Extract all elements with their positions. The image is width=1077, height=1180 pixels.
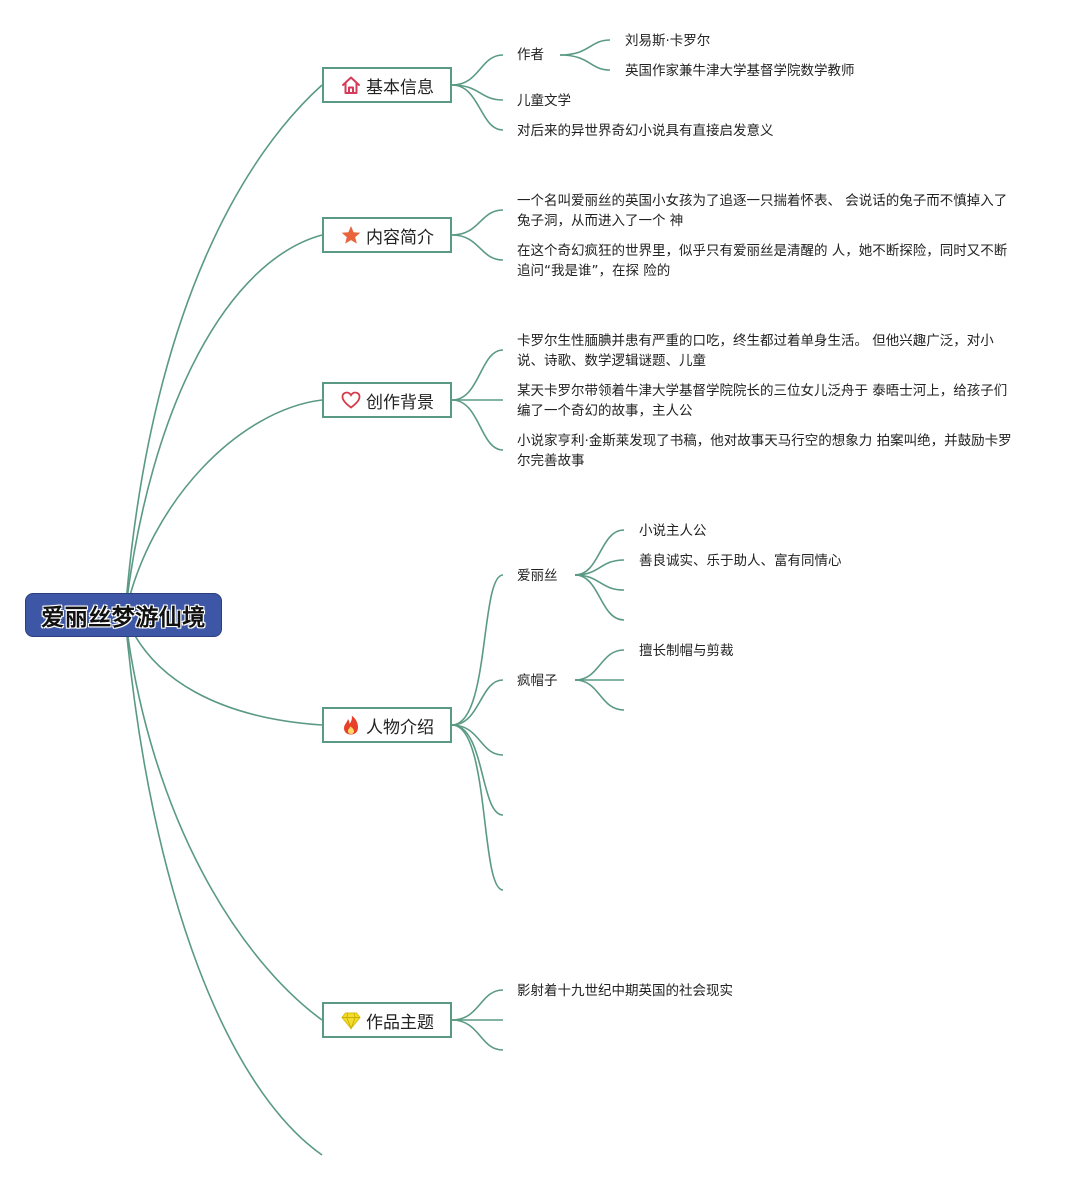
- link-root-background: [124, 399, 323, 616]
- link-root-summary: [124, 234, 323, 616]
- branch-characters[interactable]: 人物介绍: [322, 707, 452, 743]
- root-node[interactable]: 爱丽丝梦游仙境: [25, 593, 222, 637]
- flame-icon: [340, 714, 362, 736]
- author-name[interactable]: 刘易斯·卡罗尔: [625, 33, 711, 49]
- link-root-basic: [124, 84, 323, 616]
- branch-label: 内容简介: [366, 227, 434, 248]
- genre[interactable]: 儿童文学: [517, 93, 571, 109]
- alice-traits[interactable]: 善良诚实、乐于助人、富有同情心: [639, 553, 842, 569]
- branch-label: 人物介绍: [366, 717, 434, 738]
- summary-paragraph-2[interactable]: 在这个奇幻疯狂的世界里，似乎只有爱丽丝是清醒的 人，她不断探险，同时又不断追问“…: [517, 243, 1008, 279]
- background-paragraph-2[interactable]: 某天卡罗尔带领着牛津大学基督学院院长的三位女儿泛舟于 泰晤士河上，给孩子们编了一…: [517, 383, 1008, 419]
- author-description[interactable]: 英国作家兼牛津大学基督学院数学教师: [625, 63, 855, 79]
- star-icon: [340, 224, 362, 246]
- branch-label: 创作背景: [366, 392, 434, 413]
- link-root-theme: [124, 614, 323, 1021]
- character-hatter[interactable]: 疯帽子: [517, 673, 558, 689]
- branch-background[interactable]: 创作背景: [322, 382, 452, 418]
- branch-summary[interactable]: 内容简介: [322, 217, 452, 253]
- heart-icon: [340, 389, 362, 411]
- link-root-extra: [124, 614, 323, 1156]
- branch-label: 基本信息: [366, 77, 434, 98]
- influence[interactable]: 对后来的异世界奇幻小说具有直接启发意义: [517, 123, 774, 139]
- author-label[interactable]: 作者: [517, 47, 544, 63]
- branch-theme[interactable]: 作品主题: [322, 1002, 452, 1038]
- house-icon: [340, 74, 362, 96]
- theme-paragraph-1[interactable]: 影射着十九世纪中期英国的社会现实: [517, 983, 733, 999]
- branch-basic-info[interactable]: 基本信息: [322, 67, 452, 103]
- hatter-skill[interactable]: 擅长制帽与剪裁: [639, 643, 734, 659]
- alice-role[interactable]: 小说主人公: [639, 523, 707, 539]
- root-title: 爱丽丝梦游仙境: [41, 605, 206, 631]
- background-paragraph-3[interactable]: 小说家亨利·金斯莱发现了书稿，他对故事天马行空的想象力 拍案叫绝，并鼓励卡罗尔完…: [517, 433, 1012, 469]
- summary-paragraph-1[interactable]: 一个名叫爱丽丝的英国小女孩为了追逐一只揣着怀表、 会说话的兔子而不慎掉入了兔子洞…: [517, 193, 1008, 229]
- background-paragraph-1[interactable]: 卡罗尔生性腼腆并患有严重的口吃，终生都过着单身生活。 但他兴趣广泛，对小说、诗歌…: [517, 333, 994, 369]
- branch-label: 作品主题: [366, 1012, 434, 1033]
- diamond-icon: [340, 1009, 362, 1031]
- character-alice[interactable]: 爱丽丝: [517, 568, 558, 584]
- link-root-characters: [124, 614, 323, 726]
